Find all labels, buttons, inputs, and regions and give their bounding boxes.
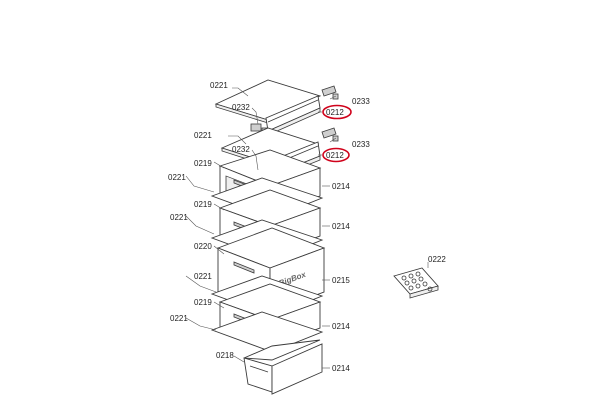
label-0218: 0218 [216,351,234,360]
callout-labels: 0221 0232 0233 0212 0221 0232 0233 0212 … [168,81,446,373]
label-0214: 0214 [332,222,350,231]
label-0219: 0219 [194,159,212,168]
label-0221: 0221 [194,272,212,281]
label-0233: 0233 [352,140,370,149]
label-0222: 0222 [428,255,446,264]
highlight-circle-0212-top [322,104,352,120]
label-0214: 0214 [332,322,350,331]
label-0221: 0221 [210,81,228,90]
label-0221: 0221 [170,314,188,323]
label-0221: 0221 [170,213,188,222]
divider-plate-4 [210,311,324,353]
top-glass-shelf [214,79,322,124]
label-0220: 0220 [194,242,212,251]
label-0219: 0219 [194,200,212,209]
label-0221: 0221 [168,173,186,182]
label-0232: 0232 [232,103,250,112]
label-0215: 0215 [332,276,350,285]
label-0212: 0212 [326,108,344,117]
leader-lines [185,87,429,369]
label-0214: 0214 [332,182,350,191]
highlight-circle-0212-second [322,147,350,163]
label-0212: 0212 [326,151,344,160]
egg-tray-0222 [393,267,439,299]
second-hinge-right-0233 [321,127,339,142]
label-0214: 0214 [332,364,350,373]
top-flap-0212 [265,95,321,136]
top-hinge-right-0233 [321,85,339,100]
bottom-drawer [243,339,323,395]
label-0232: 0232 [232,145,250,154]
label-0219: 0219 [194,298,212,307]
label-0233: 0233 [352,97,370,106]
label-0221: 0221 [194,131,212,140]
